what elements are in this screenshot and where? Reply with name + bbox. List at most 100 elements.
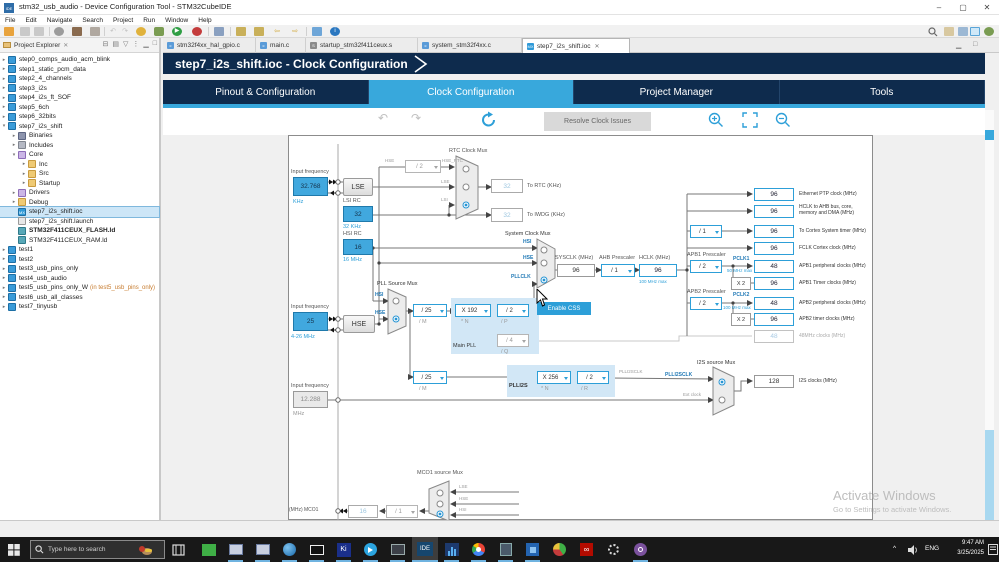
tree-item[interactable]: ▸test7_tinyusb: [2, 302, 58, 311]
restore-icon[interactable]: [54, 27, 64, 36]
apb2-peripheral-value[interactable]: 48: [754, 296, 794, 310]
tree-item[interactable]: ▸Debug: [12, 198, 49, 207]
program-chip-icon[interactable]: [90, 27, 100, 36]
remote-desktop-icon[interactable]: [227, 541, 244, 558]
tree-item[interactable]: ▸Includes: [12, 141, 54, 150]
media-recorder-icon[interactable]: [308, 541, 325, 558]
browser-sphere-icon[interactable]: [281, 541, 298, 558]
menu-window[interactable]: Window: [165, 16, 189, 24]
view-menu-icon[interactable]: ⋮: [132, 41, 140, 48]
back-icon[interactable]: ⇦: [274, 28, 280, 35]
radio-lse[interactable]: [462, 183, 470, 191]
maximize-window-button[interactable]: ▢: [959, 3, 967, 12]
pll-n-dropdown[interactable]: X 192: [455, 304, 491, 317]
save-all-icon[interactable]: [34, 27, 44, 36]
settings-gear-icon[interactable]: [605, 541, 622, 558]
zoom-in-icon[interactable]: [708, 112, 724, 128]
tree-item[interactable]: ▸Startup: [22, 179, 60, 188]
refresh-icon[interactable]: [480, 111, 498, 129]
open-perspective-icon[interactable]: [312, 27, 322, 36]
plli2s-m-dropdown[interactable]: / 25: [413, 371, 447, 384]
menu-search[interactable]: Search: [82, 16, 103, 24]
last-edit-icon[interactable]: [236, 27, 246, 36]
undo-icon[interactable]: ↶: [110, 28, 116, 35]
tree-item[interactable]: ▸step4_i2s_ft_SOF: [2, 93, 72, 102]
volume-icon[interactable]: [908, 545, 919, 555]
image-viewer-icon[interactable]: [200, 541, 217, 558]
resolve-clock-issues-button[interactable]: Resolve Clock Issues: [544, 112, 651, 131]
tree-item[interactable]: STM32F411CEUX_FLASH.ld: [0, 226, 159, 236]
filter-icon[interactable]: ▽: [122, 41, 129, 48]
run-icon[interactable]: ▶: [172, 27, 182, 36]
remote-desktop2-icon[interactable]: [254, 541, 271, 558]
fclk-cortex-value[interactable]: 96: [754, 241, 794, 255]
hse-input-value[interactable]: 25: [293, 312, 328, 331]
scrollbar-button[interactable]: [985, 130, 994, 140]
pll-m-dropdown[interactable]: / 25: [413, 304, 447, 317]
viber-icon[interactable]: [632, 541, 649, 558]
tree-item[interactable]: ▸step3_i2s: [2, 84, 47, 93]
telegram-icon[interactable]: [362, 541, 379, 558]
apb1-timer-value[interactable]: 96: [754, 276, 794, 290]
taskbar-search-box[interactable]: Type here to search: [30, 540, 165, 559]
close-view-icon[interactable]: ✕: [63, 42, 69, 49]
pin-editor-icon[interactable]: [944, 27, 954, 36]
tree-item[interactable]: STM32F411CEUX_RAM.ld: [0, 236, 159, 246]
minimize-window-button[interactable]: –: [936, 3, 942, 12]
link-editor-icon[interactable]: ▤: [112, 41, 119, 48]
tree-item[interactable]: ▸step5_6ch: [2, 103, 49, 112]
tree-item[interactable]: ▸step2_4_channels: [2, 74, 72, 83]
device-config-perspective-icon[interactable]: [970, 27, 980, 36]
tree-item[interactable]: ▸Src: [22, 169, 49, 178]
menu-edit[interactable]: Edit: [25, 16, 37, 24]
zoom-out-icon[interactable]: [775, 112, 791, 128]
tab-clock-configuration[interactable]: Clock Configuration: [368, 80, 574, 104]
apb2-prescaler-dropdown[interactable]: / 2: [690, 297, 722, 310]
external-tools-icon[interactable]: [154, 27, 164, 36]
build-icon[interactable]: [72, 27, 82, 36]
clock-time[interactable]: 9:47 AM: [961, 540, 984, 546]
apb1-peripheral-value[interactable]: 48: [754, 259, 794, 273]
menu-help[interactable]: Help: [198, 16, 212, 24]
hclk-ahb-value[interactable]: 96: [754, 204, 794, 218]
lse-input-value[interactable]: 32.768: [293, 177, 328, 196]
radio-hse-rtc[interactable]: [462, 165, 470, 173]
stm32cubeide-taskbar-icon[interactable]: IDE: [412, 537, 438, 562]
maximize-view-icon[interactable]: □: [152, 40, 157, 47]
cortex-timer-value[interactable]: 96: [754, 224, 794, 238]
new-wizard-icon[interactable]: [4, 27, 14, 36]
kicad-icon[interactable]: Ki: [335, 541, 352, 558]
tree-item-selected[interactable]: step7_i2s_shift.ioc: [0, 206, 160, 218]
tree-item[interactable]: step7_i2s_shift.launch: [0, 217, 159, 227]
plli2s-r-dropdown[interactable]: / 2: [577, 371, 609, 384]
display-app-icon[interactable]: [389, 541, 406, 558]
debug-perspective-icon[interactable]: [984, 27, 994, 36]
start-button[interactable]: [8, 544, 20, 556]
profile-icon[interactable]: [192, 27, 202, 36]
undo-clock-icon[interactable]: ↶: [378, 111, 389, 125]
calculator-icon[interactable]: [497, 541, 514, 558]
plli2s-n-dropdown[interactable]: X 256: [537, 371, 571, 384]
close-window-button[interactable]: ✕: [983, 3, 991, 12]
audio-app-icon[interactable]: [443, 541, 460, 558]
tree-item[interactable]: ▸test2: [2, 255, 34, 264]
acrobat-icon[interactable]: ∞: [578, 541, 595, 558]
redo-icon[interactable]: ↷: [122, 28, 128, 35]
notification-center-icon[interactable]: [988, 544, 998, 555]
task-view-icon[interactable]: [172, 544, 185, 556]
forward-icon[interactable]: ⇨: [292, 28, 298, 35]
enable-css-button[interactable]: Enable CSS: [537, 302, 591, 315]
debug-icon[interactable]: [136, 27, 146, 36]
photos-icon[interactable]: [524, 541, 541, 558]
pll-p-dropdown[interactable]: / 2: [497, 304, 529, 317]
tree-item[interactable]: ▸Binaries: [12, 131, 53, 140]
radio-ext-clock[interactable]: [718, 396, 726, 404]
close-tab-icon[interactable]: ✕: [594, 43, 600, 50]
minimize-view-icon[interactable]: ▁: [143, 41, 149, 48]
cortex-prescaler-dropdown[interactable]: / 1: [690, 225, 722, 238]
cpp-perspective-icon[interactable]: [958, 27, 968, 36]
save-icon[interactable]: [20, 27, 30, 36]
